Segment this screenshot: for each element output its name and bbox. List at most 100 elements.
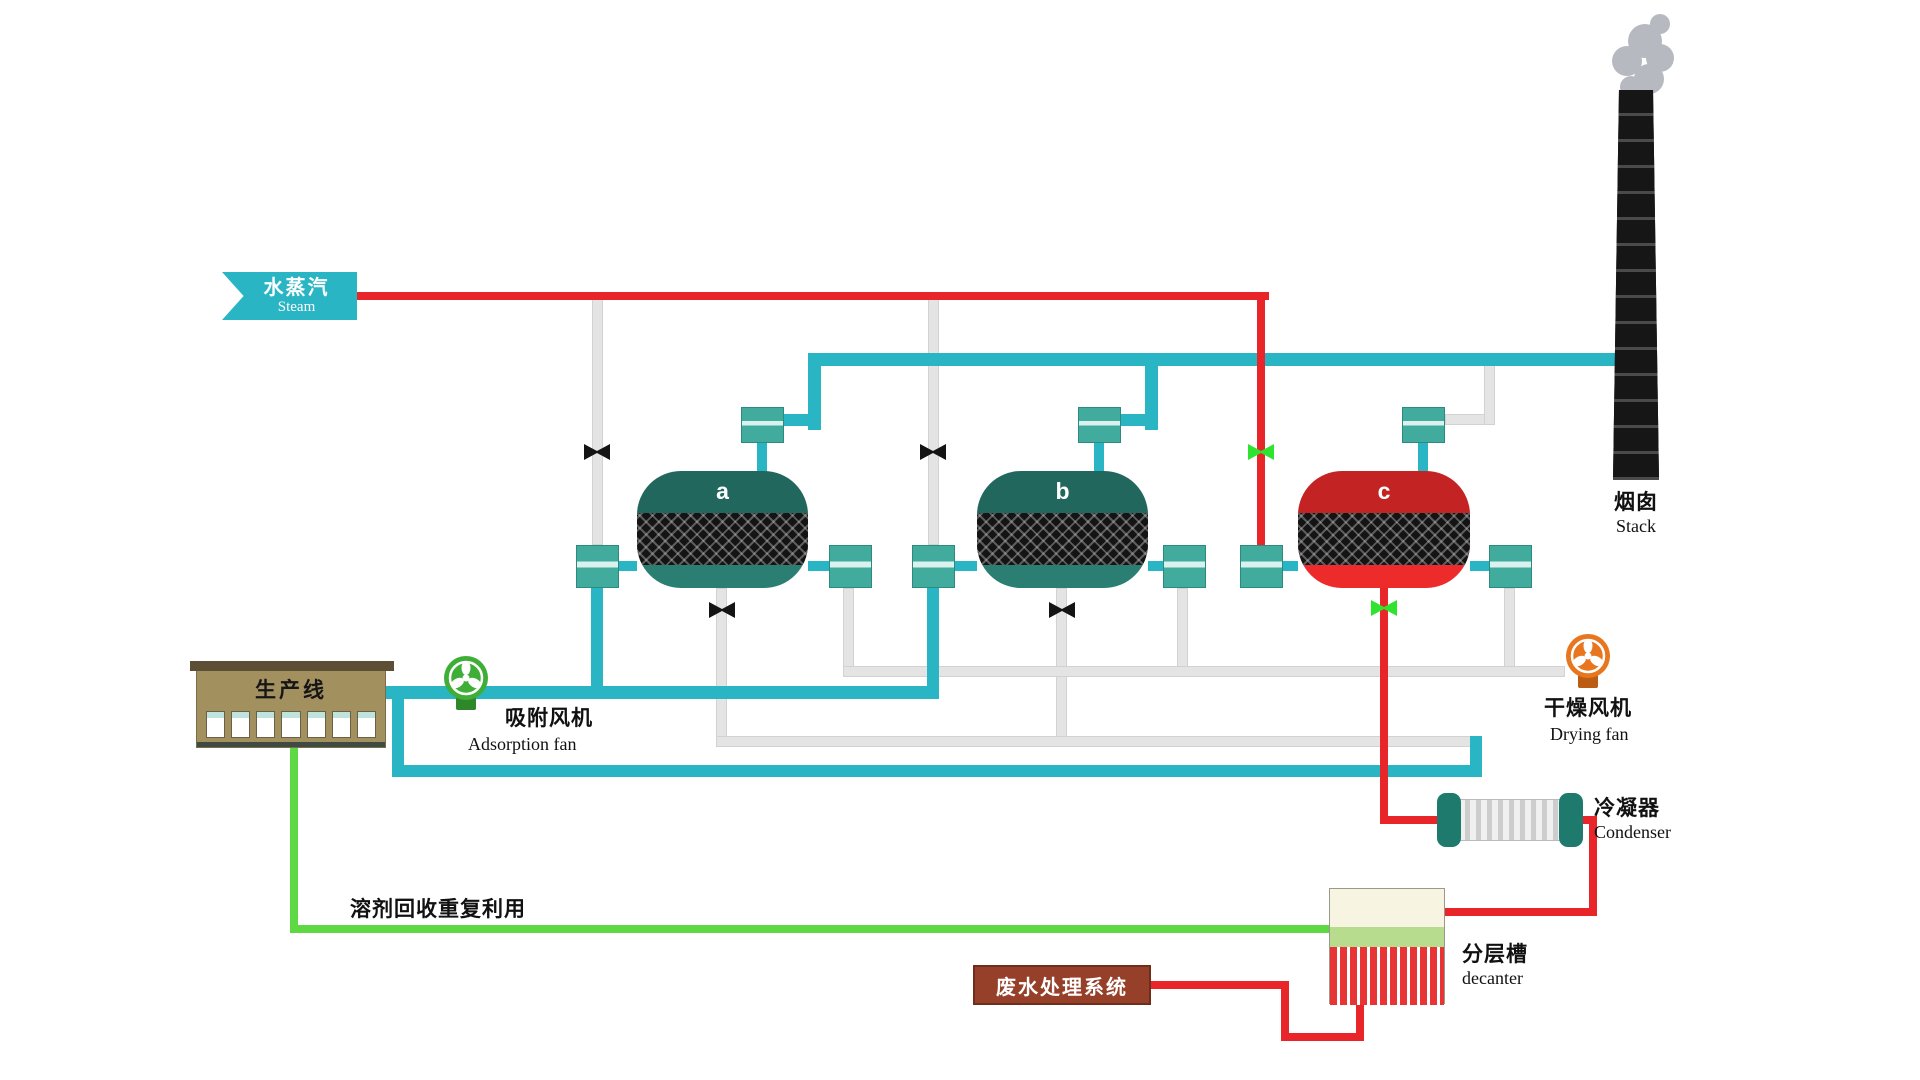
side-nozzle-c-right <box>1489 545 1532 588</box>
top-nozzle-b <box>1078 407 1121 443</box>
pipe-idle-vent-c-h <box>1445 414 1495 425</box>
side-nozzle-b-left <box>912 545 955 588</box>
window-icon <box>281 711 301 738</box>
pipe-vent-stub-b <box>1120 414 1155 426</box>
pipe-idle-right-a <box>843 588 854 677</box>
pipe-return-branch <box>392 686 404 777</box>
pipe-idle-steam-branch-a <box>592 292 603 545</box>
window-icon <box>256 711 276 738</box>
pipe-nozzle-stem-b-right <box>1148 561 1163 571</box>
side-nozzle-c-left <box>1240 545 1283 588</box>
side-nozzle-a-left <box>576 545 619 588</box>
window-icon <box>206 711 226 738</box>
valve-closed-steam-a-icon <box>584 444 610 460</box>
vessel-c-letter: c <box>1377 478 1391 504</box>
top-nozzle-a <box>741 407 784 443</box>
decanter-top-layer <box>1330 889 1444 927</box>
decanter-label-zh: 分层槽 <box>1462 943 1528 966</box>
pipe-steam-drop-c <box>1257 292 1265 545</box>
pipe-idle-vent-c-v <box>1484 359 1495 425</box>
production-line-building: 生产线 <box>190 661 394 748</box>
stack-chimney <box>1613 90 1659 480</box>
pipe-regen-out-c <box>1380 588 1388 824</box>
pipe-to-condenser <box>1384 816 1450 824</box>
adsorber-vessel-b: b <box>977 471 1148 588</box>
window-icon <box>231 711 251 738</box>
pipe-to-decanter <box>1445 908 1597 916</box>
production-line-label: 生产线 <box>255 679 327 702</box>
valve-closed-bottom-a-icon <box>709 602 735 618</box>
adsorption-fan-label: 吸附风机 <box>505 702 593 732</box>
adsorption-fan-sublabel: Adsorption fan <box>468 734 576 755</box>
pipe-vent-stub-a <box>784 414 818 426</box>
vessel-a-letter: a <box>716 478 729 504</box>
pipe-feed-riser-a <box>591 585 603 699</box>
side-nozzle-b-right <box>1163 545 1206 588</box>
pipe-vent-drop-a <box>808 353 821 430</box>
pipe-nozzle-stem-c-right <box>1470 561 1489 571</box>
steam-label-zh: 水蒸汽 <box>263 276 330 299</box>
pipe-idle-right-c <box>1504 588 1515 677</box>
wastewater-system-box: 废水处理系统 <box>973 965 1151 1005</box>
pipe-solvent-return-h <box>290 925 1329 933</box>
building-windows <box>206 711 376 738</box>
pipe-nozzle-stem-a-right <box>808 561 829 571</box>
wastewater-label: 废水处理系统 <box>996 976 1128 999</box>
decanter-label: 分层槽 decanter <box>1462 938 1528 989</box>
valve-closed-steam-b-icon <box>920 444 946 460</box>
drying-fan-label-en: Drying fan <box>1550 724 1629 744</box>
solvent-recycle-label: 溶剂回收重复利用 <box>350 893 526 923</box>
valve-open-steam-c-icon <box>1248 444 1274 460</box>
vessel-b-letter: b <box>1055 478 1070 504</box>
vessel-a-cap-shade <box>637 471 808 518</box>
decanter-solvent-layer <box>1330 927 1444 947</box>
vessel-a-carbon-bed <box>637 513 808 565</box>
pipe-vent-main-to-stack <box>808 353 1622 366</box>
pipe-top-stem-c <box>1418 440 1428 475</box>
pipe-condenser-out-v <box>1589 816 1597 916</box>
decanter-label-en: decanter <box>1462 968 1523 988</box>
adsorption-fan-label-en: Adsorption fan <box>468 734 577 754</box>
adsorption-fan-icon <box>444 656 488 710</box>
drying-fan-icon <box>1566 634 1610 688</box>
stack-label-en: Stack <box>1616 516 1656 536</box>
adsorber-vessel-c: c <box>1298 471 1470 588</box>
drying-fan-label-zh: 干燥风机 <box>1544 697 1632 720</box>
steam-label-en: Steam <box>277 298 316 315</box>
pipe-wastewater-v1 <box>1281 981 1289 1041</box>
pipe-idle-right-b <box>1177 588 1188 677</box>
pipe-feed-main <box>383 686 939 699</box>
pipe-return-up-stub <box>1470 736 1482 777</box>
pipe-decanter-drain <box>1356 1000 1364 1041</box>
drying-fan-sublabel: Drying fan <box>1550 724 1628 745</box>
decanter-water-layer <box>1330 947 1444 1005</box>
pipe-wastewater-h2 <box>1281 1033 1364 1041</box>
pipe-idle-bottom-a <box>716 588 727 747</box>
pipe-nozzle-stem-b-left <box>955 561 977 571</box>
condenser-body <box>1453 799 1567 841</box>
pipe-top-stem-b <box>1094 440 1104 475</box>
condenser <box>1437 793 1583 847</box>
window-icon <box>331 711 351 738</box>
smoke-puff-icon <box>1650 14 1670 34</box>
pipe-nozzle-stem-c-left <box>1281 561 1298 571</box>
window-icon <box>356 711 376 738</box>
pipe-top-stem-a <box>757 440 767 475</box>
stack-label: 烟囱 Stack <box>1588 486 1684 537</box>
pipe-idle-drying-header <box>843 666 1565 677</box>
adsorber-vessel-a: a <box>637 471 808 588</box>
steam-source-banner: 水蒸汽 Steam <box>222 272 357 320</box>
pipe-condenser-out-h <box>1570 816 1597 824</box>
condenser-label: 冷凝器 Condenser <box>1594 792 1671 843</box>
valve-open-bottom-c-icon <box>1371 600 1397 616</box>
building-roof <box>190 661 394 671</box>
vessel-c-cap-shade <box>1298 471 1470 518</box>
pipe-idle-steam-branch-b <box>928 292 939 545</box>
stack-label-zh: 烟囱 <box>1614 491 1658 514</box>
condenser-label-en: Condenser <box>1594 822 1671 842</box>
side-nozzle-a-right <box>829 545 872 588</box>
top-nozzle-c <box>1402 407 1445 443</box>
vessel-b-carbon-bed <box>977 513 1148 565</box>
condenser-cap-left <box>1437 793 1461 847</box>
pipe-return-main <box>392 765 1482 777</box>
